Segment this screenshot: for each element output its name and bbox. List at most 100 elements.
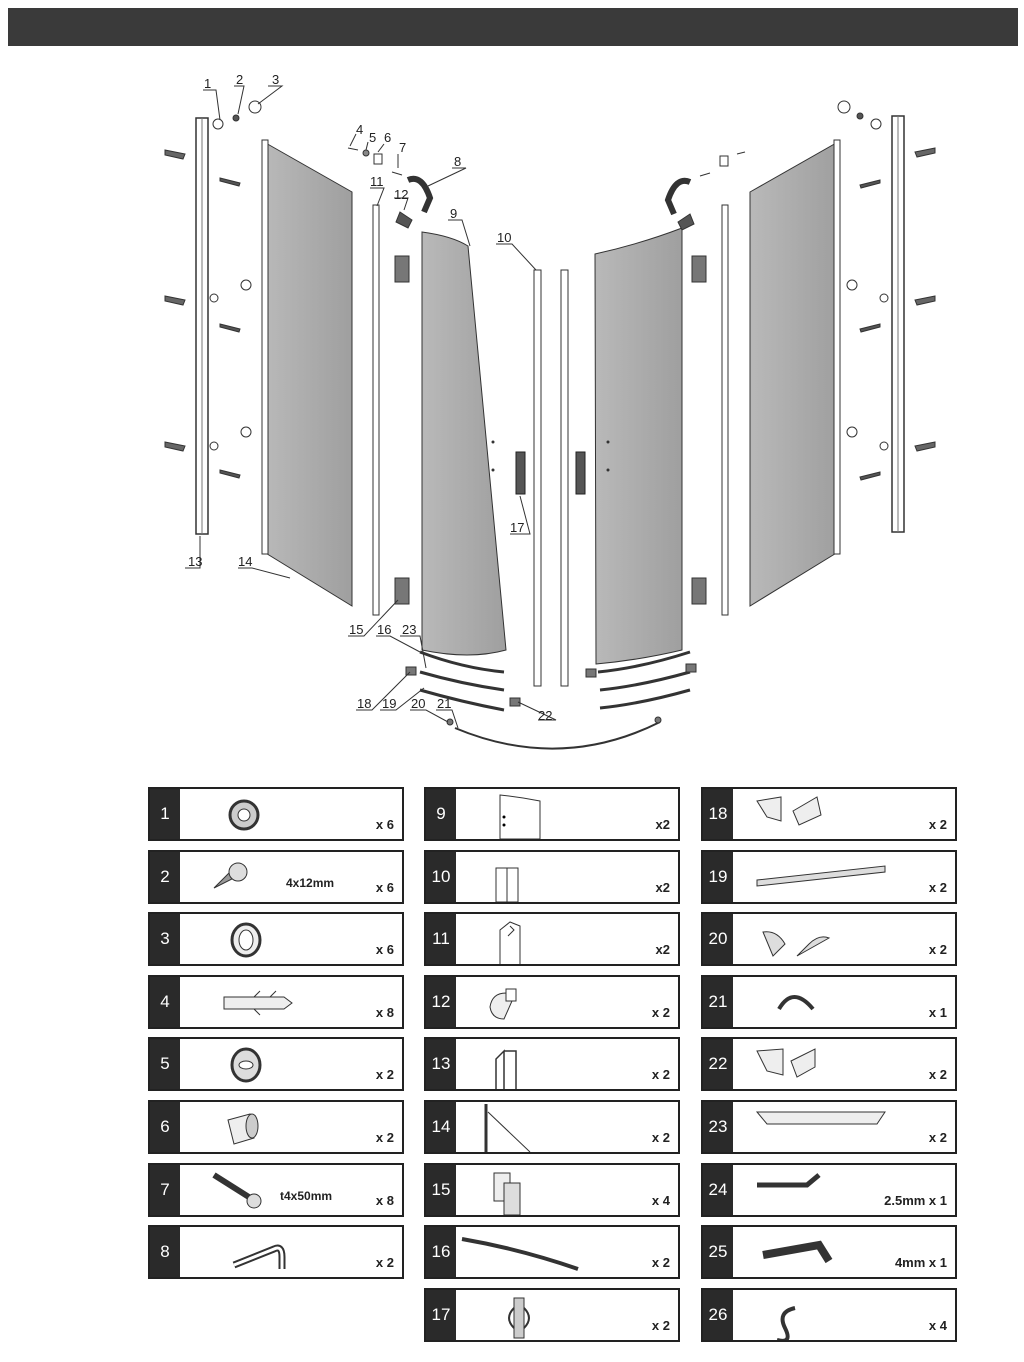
part-number: 14 [426,1102,456,1152]
part-quantity: x 4 [928,1318,947,1333]
part-quantity: x 2 [651,1255,670,1270]
callout-4: 4 [356,122,363,137]
part-quantity: x 1 [928,1005,947,1020]
corner-connector-icon [756,796,822,826]
right-seal-profile [721,204,729,616]
door-handle-icon [508,1297,530,1339]
callout-leaders [185,85,557,729]
callout-10: 10 [497,230,511,245]
washer-ring-icon [228,799,260,831]
part-quantity: x 6 [375,880,394,895]
part-25: 25 4mm x 1 [701,1225,957,1279]
part-16: 16 x 2 [424,1225,680,1279]
part-number: 16 [426,1227,456,1277]
part-21: 21 x 1 [701,975,957,1029]
callout-22: 22 [538,708,552,723]
part-number: 9 [426,789,456,839]
part-number: 25 [703,1227,733,1277]
callout-numbers: 1 2 3 4 5 6 7 8 11 12 9 10 13 14 17 15 1… [188,72,552,723]
callout-20: 20 [411,696,425,711]
drip-rail-icon [755,1111,886,1125]
part-number: 26 [703,1290,733,1340]
part-quantity: x 4 [651,1193,670,1208]
part-number: 11 [426,914,456,964]
callout-1: 1 [204,76,211,91]
roller-clip-icon [493,1172,521,1215]
end-cap-icon [762,931,831,957]
curved-glass-door-icon [499,794,541,839]
part-quantity: x 2 [928,1067,947,1082]
part-size: t4x50mm [280,1189,333,1203]
part-quantity: x 2 [375,1255,394,1270]
left-stabilizer-parts [347,147,434,229]
bottom-rail-icon [756,865,886,887]
part-quantity: 4mm x 1 [894,1255,947,1270]
left-screws [209,100,262,479]
part-20: 20 x 2 [701,912,957,966]
left-seal-profile [372,204,380,616]
part-number: 20 [703,914,733,964]
part-quantity: x 2 [651,1067,670,1082]
part-number: 23 [703,1102,733,1152]
part-17: 17 x 2 [424,1288,680,1342]
self-tapping-screw-icon [213,862,248,889]
part-quantity: x 2 [928,942,947,957]
part-7: 7 t4x50mm x 8 [148,1163,404,1217]
left-side-glass-panel [261,139,353,607]
part-quantity: x 2 [928,880,947,895]
header-bar [8,8,1018,46]
callout-5: 5 [369,130,376,145]
part-number: 13 [426,1039,456,1089]
callout-11: 11 [370,174,384,189]
part-quantity: x 2 [651,1318,670,1333]
right-screws [837,100,889,481]
bottom-connectors [405,663,697,726]
arc-seal-icon [777,995,815,1011]
part-quantity: x 6 [375,817,394,832]
part-size: 4x12mm [286,876,335,890]
part-number: 17 [426,1290,456,1340]
stabilizer-bar-icon [232,1244,286,1269]
part-quantity: x 8 [375,1193,394,1208]
part-quantity: x 6 [375,942,394,957]
right-wall-profile [891,115,905,533]
right-magnetic-strip [560,269,569,687]
exploded-assembly-diagram: 1 2 3 4 5 6 7 8 11 12 9 10 13 14 17 15 1… [164,72,936,750]
part-number: 18 [703,789,733,839]
part-quantity: x 2 [651,1130,670,1145]
callout-16: 16 [377,622,391,637]
right-stabilizer-parts [664,151,746,231]
callout-3: 3 [272,72,279,87]
callout-8: 8 [454,154,461,169]
cylinder-cap-icon [227,1113,259,1145]
left-wall-profile [195,117,209,535]
left-roller-clips [394,255,410,605]
left-curved-door [421,231,507,656]
part-number: 21 [703,977,733,1027]
part-quantity: x 2 [375,1130,394,1145]
right-roller-clips [691,255,707,605]
part-quantity: x 2 [928,817,947,832]
guide-block-icon [756,1048,816,1078]
part-number: 12 [426,977,456,1027]
bracket-connector-icon [489,988,517,1020]
right-wall-plugs [914,147,936,452]
long-screw-icon [212,1172,262,1209]
part-14: 14 x 2 [424,1100,680,1154]
part-number: 7 [150,1165,180,1215]
right-door-handle [575,451,586,495]
wall-plug-icon [223,990,293,1016]
left-magnetic-strip [533,269,542,687]
callout-14: 14 [238,554,252,569]
callout-2: 2 [236,72,243,87]
part-number: 24 [703,1165,733,1215]
callout-21: 21 [437,696,451,711]
spacer-ring-icon [230,1047,262,1083]
